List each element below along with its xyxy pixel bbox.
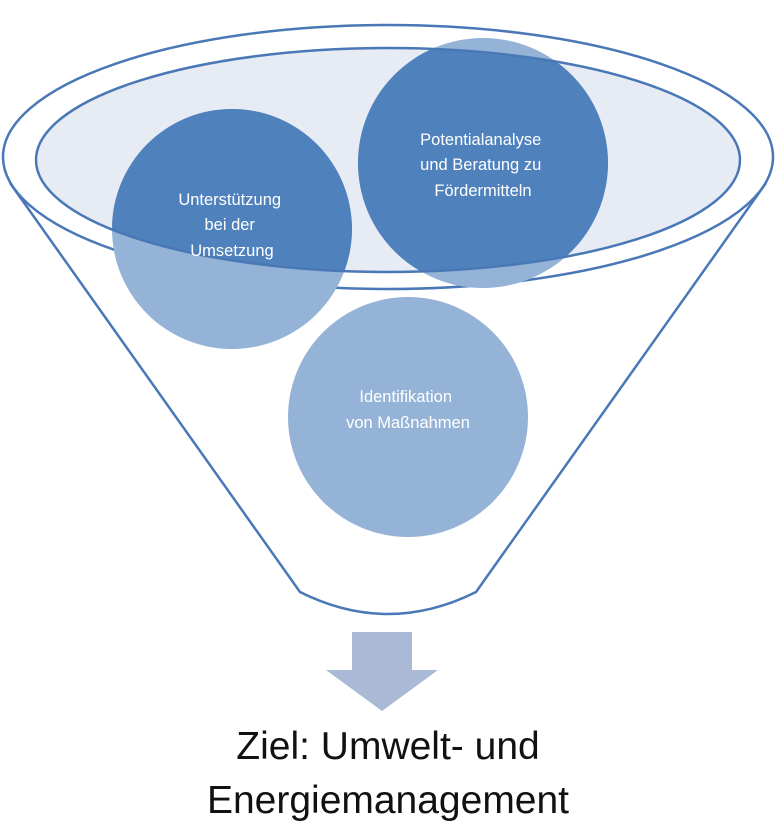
circle-label-line: Potentialanalyse (420, 131, 541, 149)
circle-label-line: Unterstützung (178, 191, 281, 209)
circle-label-line: Identifikation (359, 388, 452, 406)
circle-label-unterstuetzung: Unterstützung bei der Umsetzung (178, 191, 285, 260)
circle-label-line: von Maßnahmen (346, 414, 470, 432)
funnel-rim-inner-outline (34, 46, 742, 274)
goal-line-2: Energiemanagement (206, 779, 570, 822)
circle-identifikation (288, 297, 528, 537)
circle-label-line: und Beratung zu (420, 156, 541, 174)
circle-label-line: Fördermitteln (434, 182, 531, 200)
circle-unterstuetzung-upper (112, 109, 352, 272)
circle-label-potentialanalyse: Potentialanalyse und Beratung zu Förderm… (420, 131, 546, 200)
down-arrow-icon (326, 632, 438, 711)
circle-label-line: bei der (204, 216, 255, 234)
circle-label-identifikation: Identifikation von Maßnahmen (346, 388, 470, 432)
circle-potentialanalyse-upper (358, 48, 608, 272)
goal-text: Ziel: Umwelt- und Energiemanagement (0, 720, 776, 828)
circle-label-line: Umsetzung (190, 242, 273, 260)
goal-line-1: Ziel: Umwelt- und (236, 725, 540, 768)
